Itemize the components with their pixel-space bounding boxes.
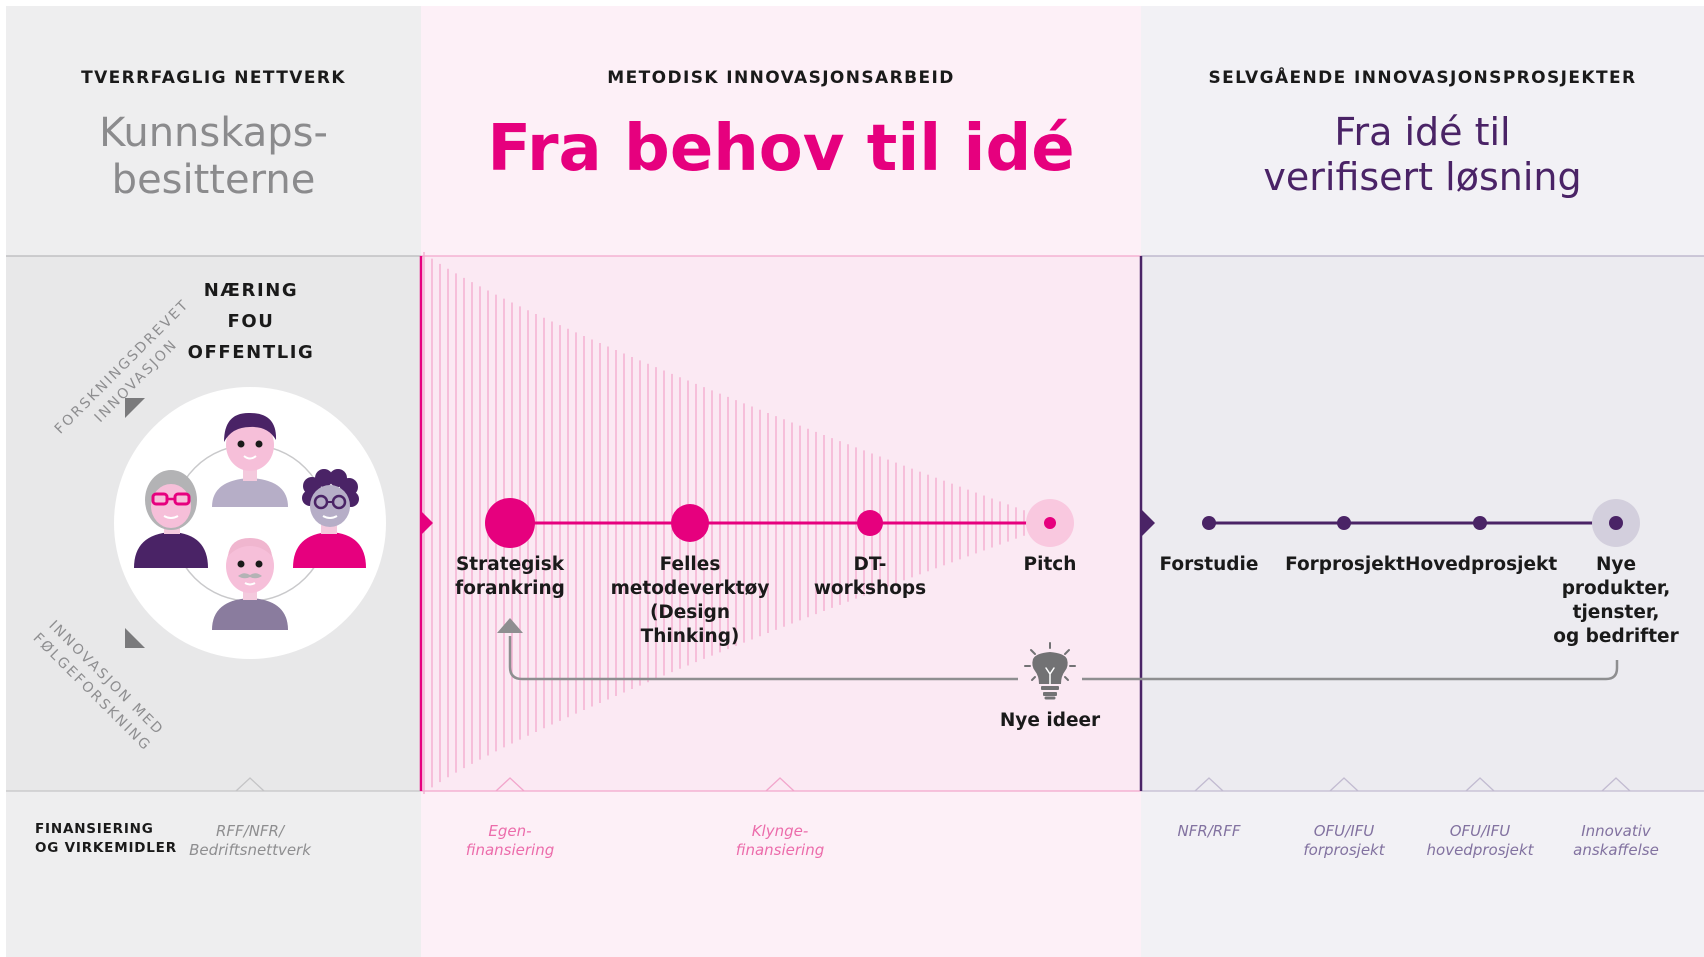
stage-label-forstudie: Forstudie [1159, 554, 1259, 575]
stage-label-hovedprosjekt: Hovedprosjekt [1405, 554, 1558, 575]
financing-item: Innovativ anskaffelse [1556, 822, 1676, 860]
category-naering: NÆRING [203, 280, 299, 301]
right-title-line1: Fra idé til [1334, 110, 1511, 154]
stage-dot-nye [1609, 516, 1623, 530]
financing-item-line2: finansiering [465, 841, 555, 859]
stage-felles-line4: Thinking) [640, 626, 740, 647]
financing-heading-line2: OG VIRKEMIDLER [35, 840, 177, 856]
stage-nye-line2: produkter, [1561, 578, 1671, 599]
financing-item-line2: forprosjekt [1303, 841, 1385, 859]
stage-dt-line2: workshops [813, 578, 927, 599]
arrow-up-right-icon [125, 628, 145, 648]
stage-nye-line3: tjenster, [1572, 602, 1660, 623]
person-icon [212, 412, 288, 507]
stage-dot-felles [671, 504, 709, 542]
category-fou: FOU [227, 311, 275, 332]
stage-label-dt: DT- workshops [800, 553, 940, 601]
stage-dot-hovedprosjekt [1473, 516, 1487, 530]
right-title-line2: verifisert løsning [1263, 154, 1582, 199]
financing-item: NFR/RFF [1149, 822, 1269, 841]
left-section-label: TVERRFAGLIG NETTVERK [81, 68, 346, 88]
network-categories: NÆRING FOU OFFENTLIG [151, 275, 351, 368]
right-section-title: Fra idé til verifisert løsning [1141, 110, 1704, 200]
arrow-down-right-icon [125, 398, 145, 418]
financing-item-line1: Klynge- [751, 822, 809, 840]
middle-entry-arrow [421, 511, 433, 535]
lightbulb-icon [1024, 642, 1076, 700]
stage-label-nye: Nye produkter, tjenster, og bedrifter [1546, 553, 1686, 649]
financing-item-line2: hovedprosjekt [1426, 841, 1534, 859]
financing-chevrons [235, 777, 1631, 792]
financing-item: Klynge- finansiering [710, 822, 850, 860]
financing-heading: FINANSIERING OG VIRKEMIDLER [35, 820, 185, 858]
stage-label-felles: Felles metodeverktøy (Design Thinking) [600, 553, 780, 649]
stage-strategisk-line2: forankring [455, 578, 565, 599]
stage-label-strategisk: Strategisk forankring [430, 553, 590, 601]
feedback-arrow-head [497, 618, 523, 633]
financing-item: RFF/NFR/ Bedriftsnettverk [170, 822, 330, 860]
financing-item-line1: RFF/NFR/ [215, 822, 285, 840]
stage-felles-line2: metodeverktøy [610, 578, 770, 599]
person-curly-icon [293, 469, 366, 568]
stage-dot-pitch [1044, 517, 1056, 529]
new-ideas-label: Nye ideer [999, 710, 1101, 731]
stage-nye-line1: Nye [1595, 554, 1637, 575]
left-section-title: Kunnskaps- besitterne [6, 110, 421, 204]
stage-dot-forstudie [1202, 516, 1216, 530]
left-title-line1: Kunnskaps- [99, 110, 328, 156]
stage-dot-strategisk [485, 498, 535, 548]
financing-item-line2: Bedriftsnettverk [189, 841, 311, 859]
person-glasses-icon [134, 470, 208, 568]
financing-heading-line1: FINANSIERING [35, 821, 154, 837]
middle-section-label: METODISK INNOVASJONSARBEID [607, 68, 955, 88]
financing-item-line1: NFR/RFF [1177, 822, 1241, 840]
feedback-line-right [1082, 660, 1619, 681]
financing-item-line1: OFU/IFU [1313, 822, 1375, 840]
financing-item-line1: Innovativ [1581, 822, 1651, 840]
left-title-line2: besitterne [111, 157, 316, 204]
middle-section-title: Fra behov til idé [487, 112, 1075, 186]
right-entry-arrow [1141, 509, 1155, 537]
financing-item-line2: anskaffelse [1573, 841, 1659, 859]
category-offentlig: OFFENTLIG [187, 342, 315, 363]
financing-item-line2: finansiering [735, 841, 825, 859]
stage-label-forprosjekt: Forprosjekt [1285, 554, 1405, 575]
financing-item: OFU/IFU forprosjekt [1284, 822, 1404, 860]
stage-label-pitch: Pitch [1023, 554, 1077, 575]
stage-nye-line4: og bedrifter [1553, 626, 1679, 647]
people-circle [114, 387, 386, 659]
person-mustache-icon [212, 538, 288, 630]
financing-item: Egen- finansiering [440, 822, 580, 860]
stage-felles-line3: (Design [649, 602, 731, 623]
stage-dot-forprosjekt [1337, 516, 1351, 530]
stage-felles-line1: Felles [659, 554, 721, 575]
right-section-label: SELVGÅENDE INNOVASJONSPROSJEKTER [1208, 68, 1637, 88]
feedback-line-left [508, 636, 1018, 681]
financing-item: OFU/IFU hovedprosjekt [1410, 822, 1550, 860]
financing-item-line1: Egen- [488, 822, 532, 840]
financing-item-line1: OFU/IFU [1449, 822, 1511, 840]
stage-dt-line1: DT- [853, 554, 887, 575]
stage-strategisk-line1: Strategisk [455, 554, 565, 575]
stage-dot-dt [857, 510, 883, 536]
